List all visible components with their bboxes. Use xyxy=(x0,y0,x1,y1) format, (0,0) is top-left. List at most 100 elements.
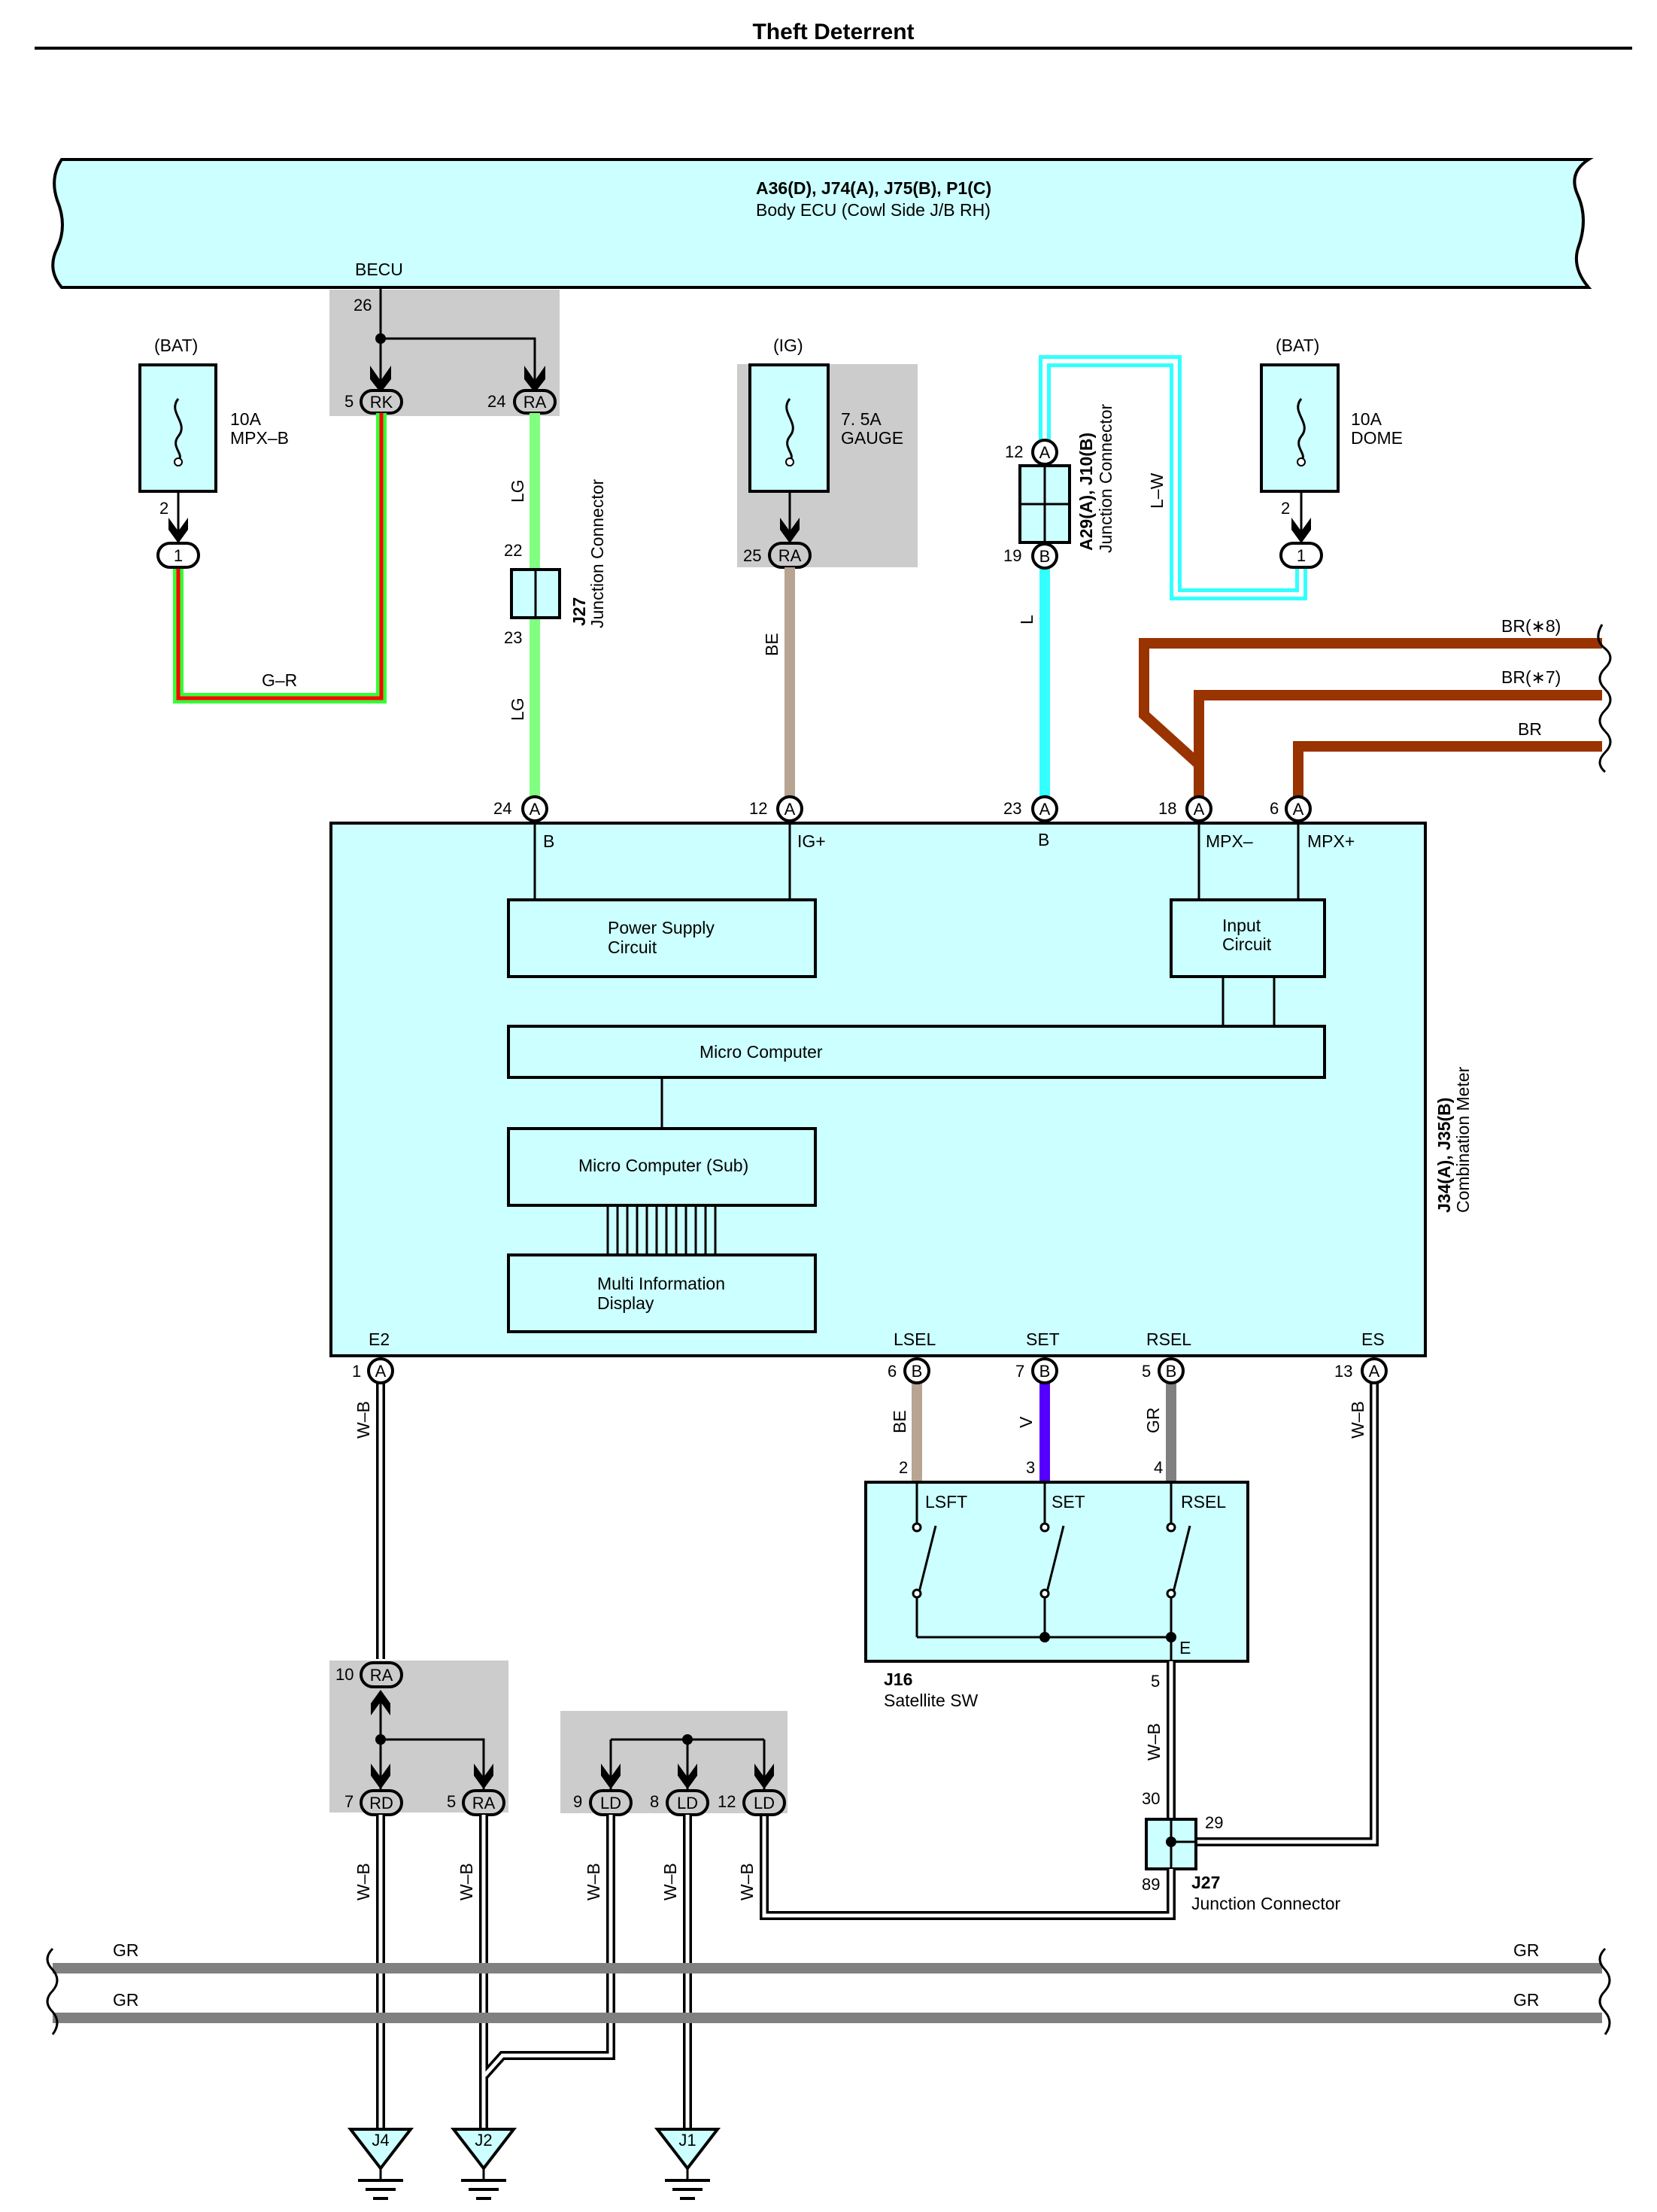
meter-connectors: J34(A), J35(B) xyxy=(1434,1098,1454,1213)
be-label-bottom: BE xyxy=(890,1410,909,1433)
fuse-gauge-pin: 25 xyxy=(743,546,761,565)
lg-label-2: LG xyxy=(508,697,527,721)
satellite-sw-id: J16 xyxy=(884,1670,912,1689)
j27-bottom-pin-30: 30 xyxy=(1142,1789,1160,1808)
ld-bus-dot xyxy=(682,1734,693,1745)
micro-computer-sub-block xyxy=(507,1127,817,1207)
wb-89-wire-inner xyxy=(762,1803,1173,1918)
meter-es-label: ES xyxy=(1361,1329,1385,1349)
input-circuit-line-2: Circuit xyxy=(1222,934,1272,954)
ground-ra-branch xyxy=(381,1738,485,1791)
a29-pin-12-conn: A xyxy=(1039,443,1051,462)
wb-out-label-1: W–B xyxy=(354,1863,373,1901)
meter-pin-13-conn: A xyxy=(1369,1362,1380,1381)
meter-pin-13-marker xyxy=(1361,1357,1388,1384)
ld-12-conn xyxy=(742,1789,786,1816)
meter-pin-lsel-marker xyxy=(903,1357,930,1384)
sw-pin-4: 4 xyxy=(1154,1458,1163,1477)
ground-symbol-j1: J1 xyxy=(654,2128,721,2200)
fuse-gauge-name: GAUGE xyxy=(841,428,903,448)
sw-rsel-label: RSEL xyxy=(1181,1492,1226,1512)
wb-sw-label: W–B xyxy=(1144,1723,1164,1761)
meter-pin-lsel-conn: B xyxy=(912,1362,923,1381)
ground-ra-code: RA xyxy=(370,1666,393,1685)
meter-pin-1-conn: A xyxy=(375,1362,387,1381)
a29-id: A29(A), J10(B) xyxy=(1076,433,1096,551)
br8-label: BR(∗8) xyxy=(1501,616,1561,636)
ld-9-arrow xyxy=(601,1764,621,1789)
fuse-gauge-box xyxy=(748,363,830,493)
meter-pin-12-conn: A xyxy=(784,800,796,819)
gr-bus-break-left xyxy=(46,1947,59,2035)
meter-name: Combination Meter xyxy=(1453,1066,1473,1213)
wb-es-label: W–B xyxy=(1348,1401,1367,1439)
j27-bottom-pin-89: 89 xyxy=(1142,1875,1160,1894)
satellite-sw-name: Satellite SW xyxy=(884,1691,979,1710)
wb-out-label-4: W–B xyxy=(660,1863,680,1901)
becu-branch-wire xyxy=(381,337,536,391)
meter-lsel-label: LSEL xyxy=(894,1329,936,1349)
fuse-mpxb-icon xyxy=(174,398,183,462)
gr-bus-2-right: GR xyxy=(1513,1990,1540,2010)
fuse-dome-conn xyxy=(1279,542,1323,569)
meter-pin-24-conn: A xyxy=(530,800,541,819)
ground-j2-label: J2 xyxy=(475,2131,492,2150)
input-circuit-label: Input xyxy=(1222,916,1261,935)
meter-pin-rsel-conn: B xyxy=(1166,1362,1177,1381)
meter-pin-12-label: IG+ xyxy=(797,831,826,851)
meter-pin-24-label: B xyxy=(543,831,554,851)
fuse-dome-conn-code: 1 xyxy=(1297,546,1306,565)
a29-desc: Junction Connector xyxy=(1096,403,1115,553)
input-circuit-block xyxy=(1170,898,1326,978)
meter-e2-label: E2 xyxy=(369,1329,390,1349)
ground-ra-dot xyxy=(375,1734,386,1745)
meter-pin-1: 1 xyxy=(352,1362,361,1381)
ground-j1-icon xyxy=(654,2128,721,2171)
meter-pin-6-label: MPX+ xyxy=(1307,831,1355,851)
ground-ra2-code: RA xyxy=(472,1794,496,1812)
input-circuit-line-1: Input xyxy=(1222,916,1261,935)
gr-bus-1-left: GR xyxy=(113,1940,139,1960)
fuse-dome-pin: 2 xyxy=(1281,499,1290,518)
j27-bottom-dot xyxy=(1166,1837,1176,1847)
ground-j4-label: J4 xyxy=(372,2131,389,2150)
fuse-dome-source: (BAT) xyxy=(1276,336,1319,355)
ground-ra-box xyxy=(329,1661,508,1812)
ld-8-code: LD xyxy=(677,1794,698,1812)
g-r-label: G–R xyxy=(262,670,297,690)
ra-code: RA xyxy=(524,393,547,412)
micro-computer-label: Micro Computer xyxy=(700,1042,823,1062)
fuse-gauge-source: (IG) xyxy=(773,336,803,355)
ra-arrow xyxy=(524,366,545,393)
sw-set-label: SET xyxy=(1052,1492,1085,1512)
g-r-wire-inner xyxy=(176,413,384,700)
wb-out-label-2: W–B xyxy=(457,1863,476,1901)
a29-pin-19-marker xyxy=(1031,542,1058,570)
ground-j2-icon xyxy=(450,2128,517,2171)
ground-ra-arrow xyxy=(371,1690,390,1715)
meter-pin-set: 7 xyxy=(1015,1362,1024,1381)
power-supply-block xyxy=(507,898,817,978)
ra-pin: 24 xyxy=(487,392,505,411)
meter-pin-13: 13 xyxy=(1334,1362,1352,1381)
br-label: BR xyxy=(1518,719,1542,739)
meter-top-pins: A 24 B A 12 IG+ A 23 B A 18 MPX– A 6 MPX… xyxy=(493,795,1355,851)
sw-pin-3: 3 xyxy=(1026,1458,1035,1477)
wb-out-label-3: W–B xyxy=(584,1863,603,1901)
j27-top-id: J27 xyxy=(569,597,589,626)
ground-ra2-pin: 5 xyxy=(447,1792,456,1811)
ld-8-pin: 8 xyxy=(650,1792,659,1811)
j27-top-pin-23: 23 xyxy=(504,628,522,647)
micro-computer-sub-label: Micro Computer (Sub) xyxy=(578,1156,748,1175)
wb-e2-label: W–B xyxy=(354,1401,373,1439)
meter-pin-23-marker xyxy=(1031,795,1058,822)
fuse-gauge-arrow xyxy=(780,518,800,543)
lg-label-1: LG xyxy=(508,479,527,503)
fuse-dome-name: DOME xyxy=(1351,428,1403,448)
power-supply-label: Power Supply xyxy=(608,918,715,937)
meter-pin-rsel-marker xyxy=(1158,1357,1185,1384)
sw-ground-label: E xyxy=(1179,1638,1191,1657)
ground-ra-pin: 10 xyxy=(335,1665,354,1684)
body-ecu-banner xyxy=(51,158,1594,289)
becu-pin-26: 26 xyxy=(354,296,372,314)
